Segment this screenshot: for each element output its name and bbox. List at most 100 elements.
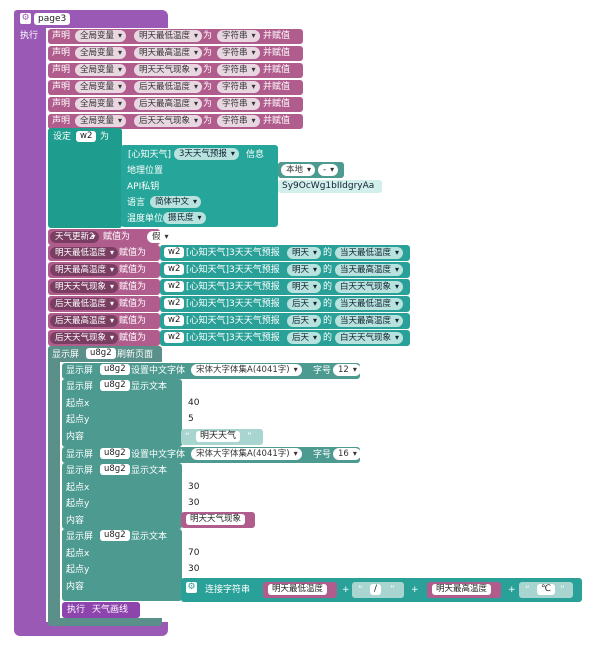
getter-field-dropdown[interactable]: 当天最高温度 <box>335 264 404 276</box>
declare-type-dropdown[interactable]: 字符串 <box>217 98 260 110</box>
font-dropdown-1[interactable]: 宋体大字体集A(4041字) <box>191 364 302 376</box>
display-obj[interactable]: u8g2 <box>86 348 116 359</box>
assign-var-dropdown[interactable]: 后天天气现象 <box>50 332 119 344</box>
declare-name-dropdown[interactable]: 明天最低温度 <box>134 30 203 42</box>
join-unit[interactable]: ℃ <box>537 584 556 595</box>
showtext-obj-2[interactable]: u8g2 <box>100 464 130 475</box>
service-mode-dropdown[interactable]: 3天天气预报 <box>174 148 239 160</box>
getter-field-dropdown[interactable]: 当天最低温度 <box>335 247 404 259</box>
update-var-dropdown[interactable]: 天气更新2 <box>50 231 100 243</box>
setfont-obj-1[interactable]: u8g2 <box>100 364 130 375</box>
getter-day-dropdown[interactable]: 后天 <box>287 298 322 310</box>
declare-type-dropdown[interactable]: 字符串 <box>217 47 260 59</box>
assign-label: 赋值为 <box>119 248 147 258</box>
declare-kw: 声明 <box>52 116 71 126</box>
getter-obj[interactable]: w2 <box>164 315 185 326</box>
showtext-label-3: 显示文本 <box>131 532 168 542</box>
declare-scope-dropdown[interactable]: 全局变量 <box>75 47 127 59</box>
getter-day-dropdown[interactable]: 明天 <box>287 281 322 293</box>
y-field-2[interactable]: 30 <box>184 497 204 510</box>
declare-scope-dropdown[interactable]: 全局变量 <box>75 81 127 93</box>
declare-type-dropdown[interactable]: 字符串 <box>217 64 260 76</box>
declare-type-dropdown[interactable]: 字符串 <box>217 30 260 42</box>
declare-type-dropdown[interactable]: 字符串 <box>217 81 260 93</box>
unit-dropdown[interactable]: 摄氏度 <box>163 212 206 224</box>
getter-obj[interactable]: w2 <box>164 298 185 309</box>
declare-as-label: 为 <box>203 65 213 75</box>
assign-var-dropdown[interactable]: 后天最低温度 <box>50 298 119 310</box>
assign-var-dropdown[interactable]: 明天最高温度 <box>50 264 119 276</box>
showtext-label-2: 显示文本 <box>131 466 168 476</box>
setfont-kw-2: 显示屏 <box>66 450 94 460</box>
text-literal-1[interactable]: 明天天气 <box>196 431 241 442</box>
assign-var-dropdown[interactable]: 后天最高温度 <box>50 315 119 327</box>
assign-label: 赋值为 <box>119 282 147 292</box>
size-dropdown-1[interactable]: 12 <box>333 364 361 376</box>
declare-assign-label: 并赋值 <box>263 65 291 75</box>
getter-day-dropdown[interactable]: 明天 <box>287 264 322 276</box>
getter-src: [心知天气]3天天气预报 <box>186 299 280 309</box>
procedure-name[interactable]: page3 <box>34 13 71 25</box>
showtext-obj-1[interactable]: u8g2 <box>100 380 130 391</box>
declare-scope-dropdown[interactable]: 全局变量 <box>75 64 127 76</box>
join-var-b[interactable]: 明天最高温度 <box>432 584 492 595</box>
assign-label: 赋值为 <box>119 333 147 343</box>
join-var-a[interactable]: 明天最低温度 <box>268 584 328 595</box>
assign-var-dropdown[interactable]: 明天最低温度 <box>50 247 119 259</box>
location-sep-dropdown[interactable]: - <box>318 164 339 176</box>
getter-obj[interactable]: w2 <box>164 281 185 292</box>
language-dropdown[interactable]: 简体中文 <box>150 196 202 208</box>
declare-as-label: 为 <box>203 48 213 58</box>
declare-name-dropdown[interactable]: 后天天气现象 <box>134 115 203 127</box>
setfont-obj-2[interactable]: u8g2 <box>100 448 130 459</box>
call-exec-label: 执行 <box>67 605 86 615</box>
declare-scope-dropdown[interactable]: 全局变量 <box>75 98 127 110</box>
declare-scope-dropdown[interactable]: 全局变量 <box>75 30 127 42</box>
x-field-3[interactable]: 70 <box>184 547 204 560</box>
set-w2-block[interactable] <box>48 128 122 228</box>
y-field-1[interactable]: 5 <box>184 413 202 426</box>
getter-obj[interactable]: w2 <box>164 247 185 258</box>
declare-as-label: 为 <box>203 116 213 126</box>
declare-type-dropdown[interactable]: 字符串 <box>217 115 260 127</box>
declare-name-dropdown[interactable]: 明天最高温度 <box>134 47 203 59</box>
getter-src: [心知天气]3天天气预报 <box>186 282 280 292</box>
location-dropdown[interactable]: 本地 <box>281 164 316 176</box>
showtext-block-3[interactable] <box>62 529 182 601</box>
api-key-field[interactable]: Sy9OcWg1bIIdgryAa <box>278 180 382 193</box>
update-bool-dropdown[interactable]: 假 <box>147 231 173 243</box>
getter-obj[interactable]: w2 <box>164 332 185 343</box>
getter-of-label: 的 <box>323 282 333 292</box>
getter-day-dropdown[interactable]: 后天 <box>287 332 322 344</box>
getter-field-dropdown[interactable]: 白天天气现象 <box>335 281 404 293</box>
assign-var-dropdown[interactable]: 明天天气现象 <box>50 281 119 293</box>
join-sep[interactable]: / <box>370 584 382 595</box>
font-dropdown-2[interactable]: 宋体大字体集A(4041字) <box>191 448 302 460</box>
getter-field-dropdown[interactable]: 白天天气现象 <box>335 332 404 344</box>
getter-field-dropdown[interactable]: 当天最低温度 <box>335 298 404 310</box>
declare-name-dropdown[interactable]: 明天天气现象 <box>134 64 203 76</box>
declare-name-dropdown[interactable]: 后天最高温度 <box>134 98 203 110</box>
y-label-2: 起点y <box>66 499 90 509</box>
service-label: [心知天气] <box>128 150 172 160</box>
declare-name-dropdown[interactable]: 后天最低温度 <box>134 81 203 93</box>
w2-var-field[interactable]: w2 <box>76 131 97 142</box>
getter-field-dropdown[interactable]: 当天最高温度 <box>335 315 404 327</box>
x-label-2: 起点x <box>66 483 90 493</box>
y-field-3[interactable]: 30 <box>184 563 204 576</box>
getter-day-dropdown[interactable]: 明天 <box>287 247 322 259</box>
setfont-kw-1: 显示屏 <box>66 366 94 376</box>
call-procedure-block[interactable] <box>62 602 140 618</box>
getter-day-dropdown[interactable]: 后天 <box>287 315 322 327</box>
var-field-2[interactable]: 明天天气现象 <box>186 514 246 525</box>
gear-icon[interactable]: ⚙ <box>20 13 31 24</box>
api-label: API私钥 <box>127 182 160 192</box>
size-dropdown-2[interactable]: 16 <box>333 448 361 460</box>
declare-assign-label: 并赋值 <box>263 99 291 109</box>
showtext-obj-3[interactable]: u8g2 <box>100 530 130 541</box>
declare-scope-dropdown[interactable]: 全局变量 <box>75 115 127 127</box>
x-field-1[interactable]: 40 <box>184 397 204 410</box>
join-gear-icon[interactable]: ⚙ <box>186 582 197 593</box>
getter-obj[interactable]: w2 <box>164 264 185 275</box>
x-field-2[interactable]: 30 <box>184 481 204 494</box>
